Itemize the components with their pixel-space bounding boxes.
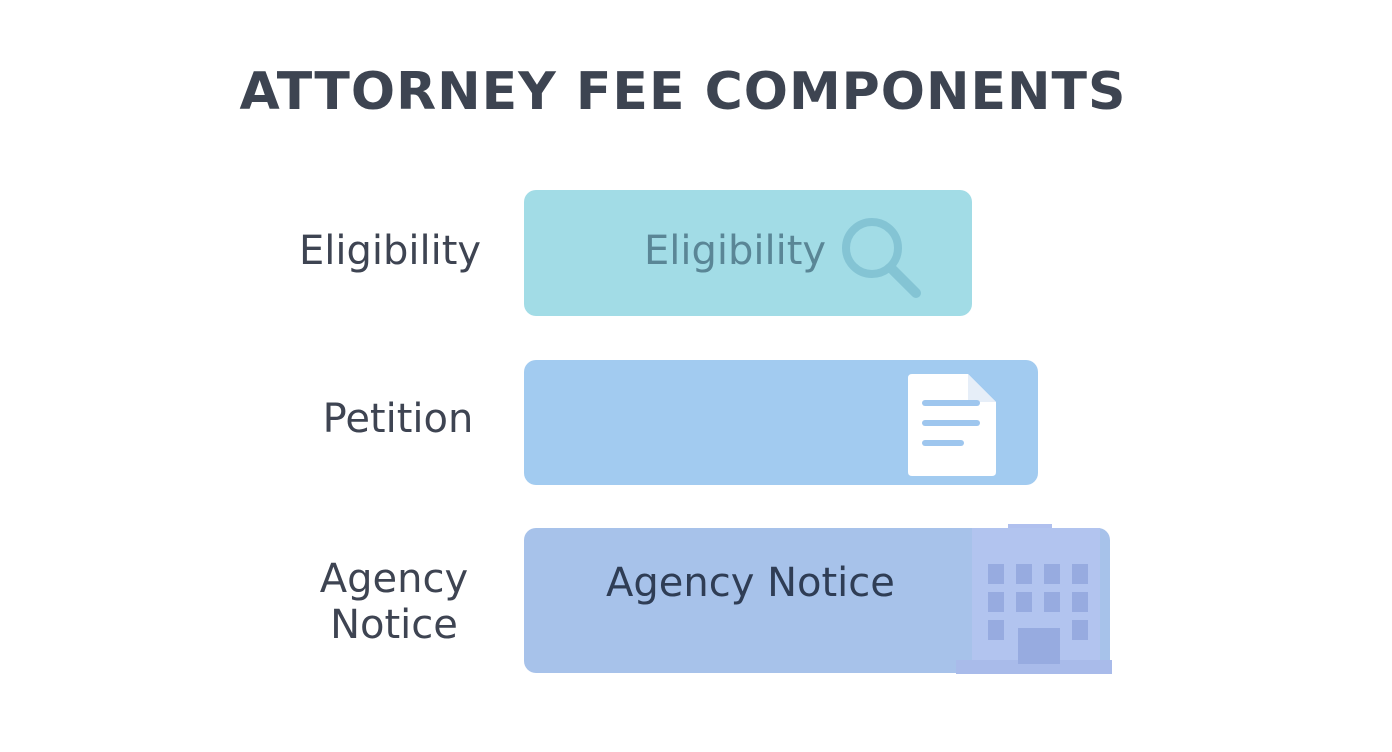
bar-eligibility: Eligibility xyxy=(524,190,972,316)
bar-eligibility-text: Eligibility xyxy=(644,228,827,274)
magnifier-icon xyxy=(842,218,921,298)
bar-agency-notice: Agency Notice xyxy=(524,524,1112,674)
bar-petition xyxy=(524,360,1038,485)
document-icon xyxy=(908,374,996,476)
row-label-petition: Petition xyxy=(322,396,474,442)
diagram-title: ATTORNEY FEE COMPONENTS xyxy=(239,62,1127,122)
building-icon xyxy=(956,524,1112,674)
row-label-eligibility: Eligibility xyxy=(298,228,482,274)
bar-agency-notice-text: Agency Notice xyxy=(606,560,895,606)
